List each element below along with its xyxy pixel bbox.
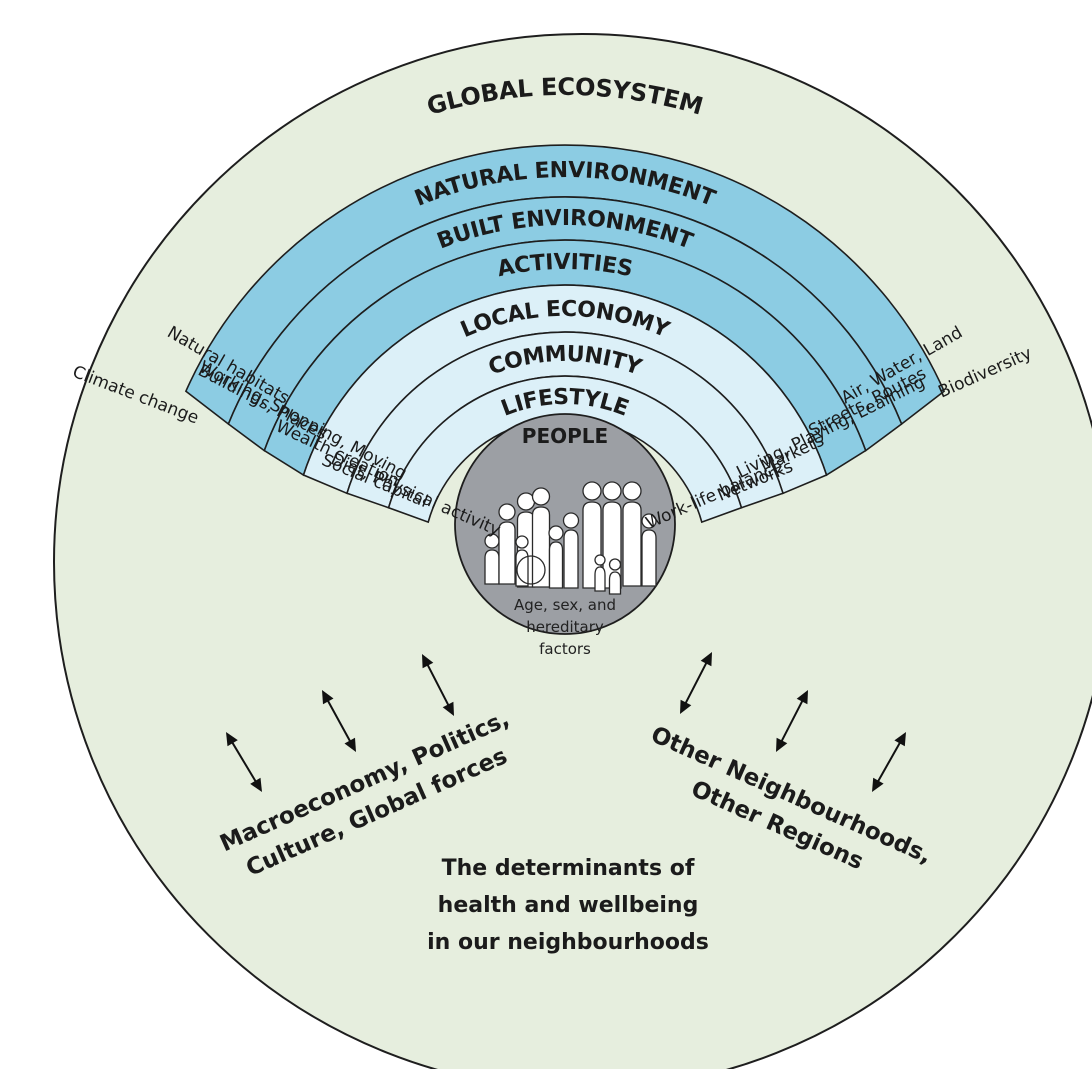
- macro-arrow-outer: [226, 732, 262, 792]
- macro-arrow-middle: [322, 690, 356, 752]
- people-title: PEOPLE: [522, 424, 608, 448]
- macro-arrow-inner: [422, 654, 454, 716]
- family-group-icon: [484, 481, 657, 595]
- people-factors-line: factors: [539, 640, 591, 658]
- diagram-caption-line: The determinants of: [442, 856, 695, 881]
- people-factors-line: hereditary: [526, 618, 604, 636]
- band-rings: [184, 144, 946, 524]
- people-factors-line: Age, sex, and: [514, 596, 616, 614]
- neighbour-arrow-middle: [776, 690, 808, 752]
- people-core: PEOPLE Age, sex, and hereditary factors: [454, 413, 676, 658]
- diagram-caption-line: health and wellbeing: [438, 893, 699, 918]
- neighbour-arrow-inner: [680, 652, 712, 714]
- diagram-caption-line: in our neighbourhoods: [427, 930, 709, 955]
- neighbour-arrow-outer: [872, 732, 906, 792]
- link-arrows: [226, 652, 906, 792]
